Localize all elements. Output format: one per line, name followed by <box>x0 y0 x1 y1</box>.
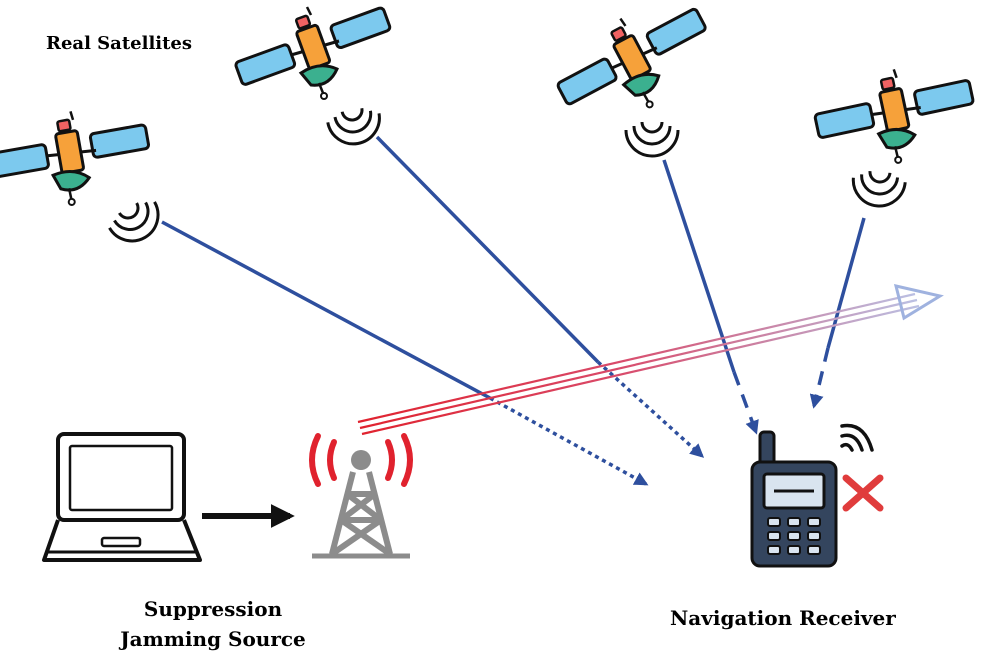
real-satellites-label: Real Satellites <box>46 33 193 54</box>
satellite-icon <box>233 5 393 101</box>
satellite-icon <box>808 57 979 174</box>
satellite-4-waves <box>849 168 908 210</box>
satellite-3-waves <box>624 120 680 158</box>
signal-path-3 <box>662 159 759 435</box>
satellite-icon <box>0 97 155 219</box>
satellite-2 <box>233 5 393 101</box>
radio-tower-icon <box>309 433 413 559</box>
satellite-3 <box>547 5 718 122</box>
jamming-source-line-1: Suppression <box>143 597 283 621</box>
jamming-beam <box>357 292 920 436</box>
satellite-icon <box>547 5 718 122</box>
x-mark-icon <box>842 474 884 512</box>
satellite-2-waves <box>324 103 386 150</box>
navigation-receiver-label: Navigation Receiver <box>670 606 896 630</box>
jamming-source-line-2: Jamming Source <box>120 627 306 651</box>
jamming-beam-arrowhead <box>893 283 944 321</box>
signal-path-1 <box>161 220 649 486</box>
satellite-4 <box>808 57 979 174</box>
laptop-icon <box>42 432 202 562</box>
satellite-1-waves <box>103 193 170 252</box>
satellite-1 <box>0 97 155 219</box>
signal-path-2 <box>375 135 705 458</box>
receiver-signal-icon <box>840 423 874 452</box>
jamming-source-label: Suppression Jamming Source <box>118 594 308 654</box>
gnss-receiver-icon <box>750 423 874 568</box>
